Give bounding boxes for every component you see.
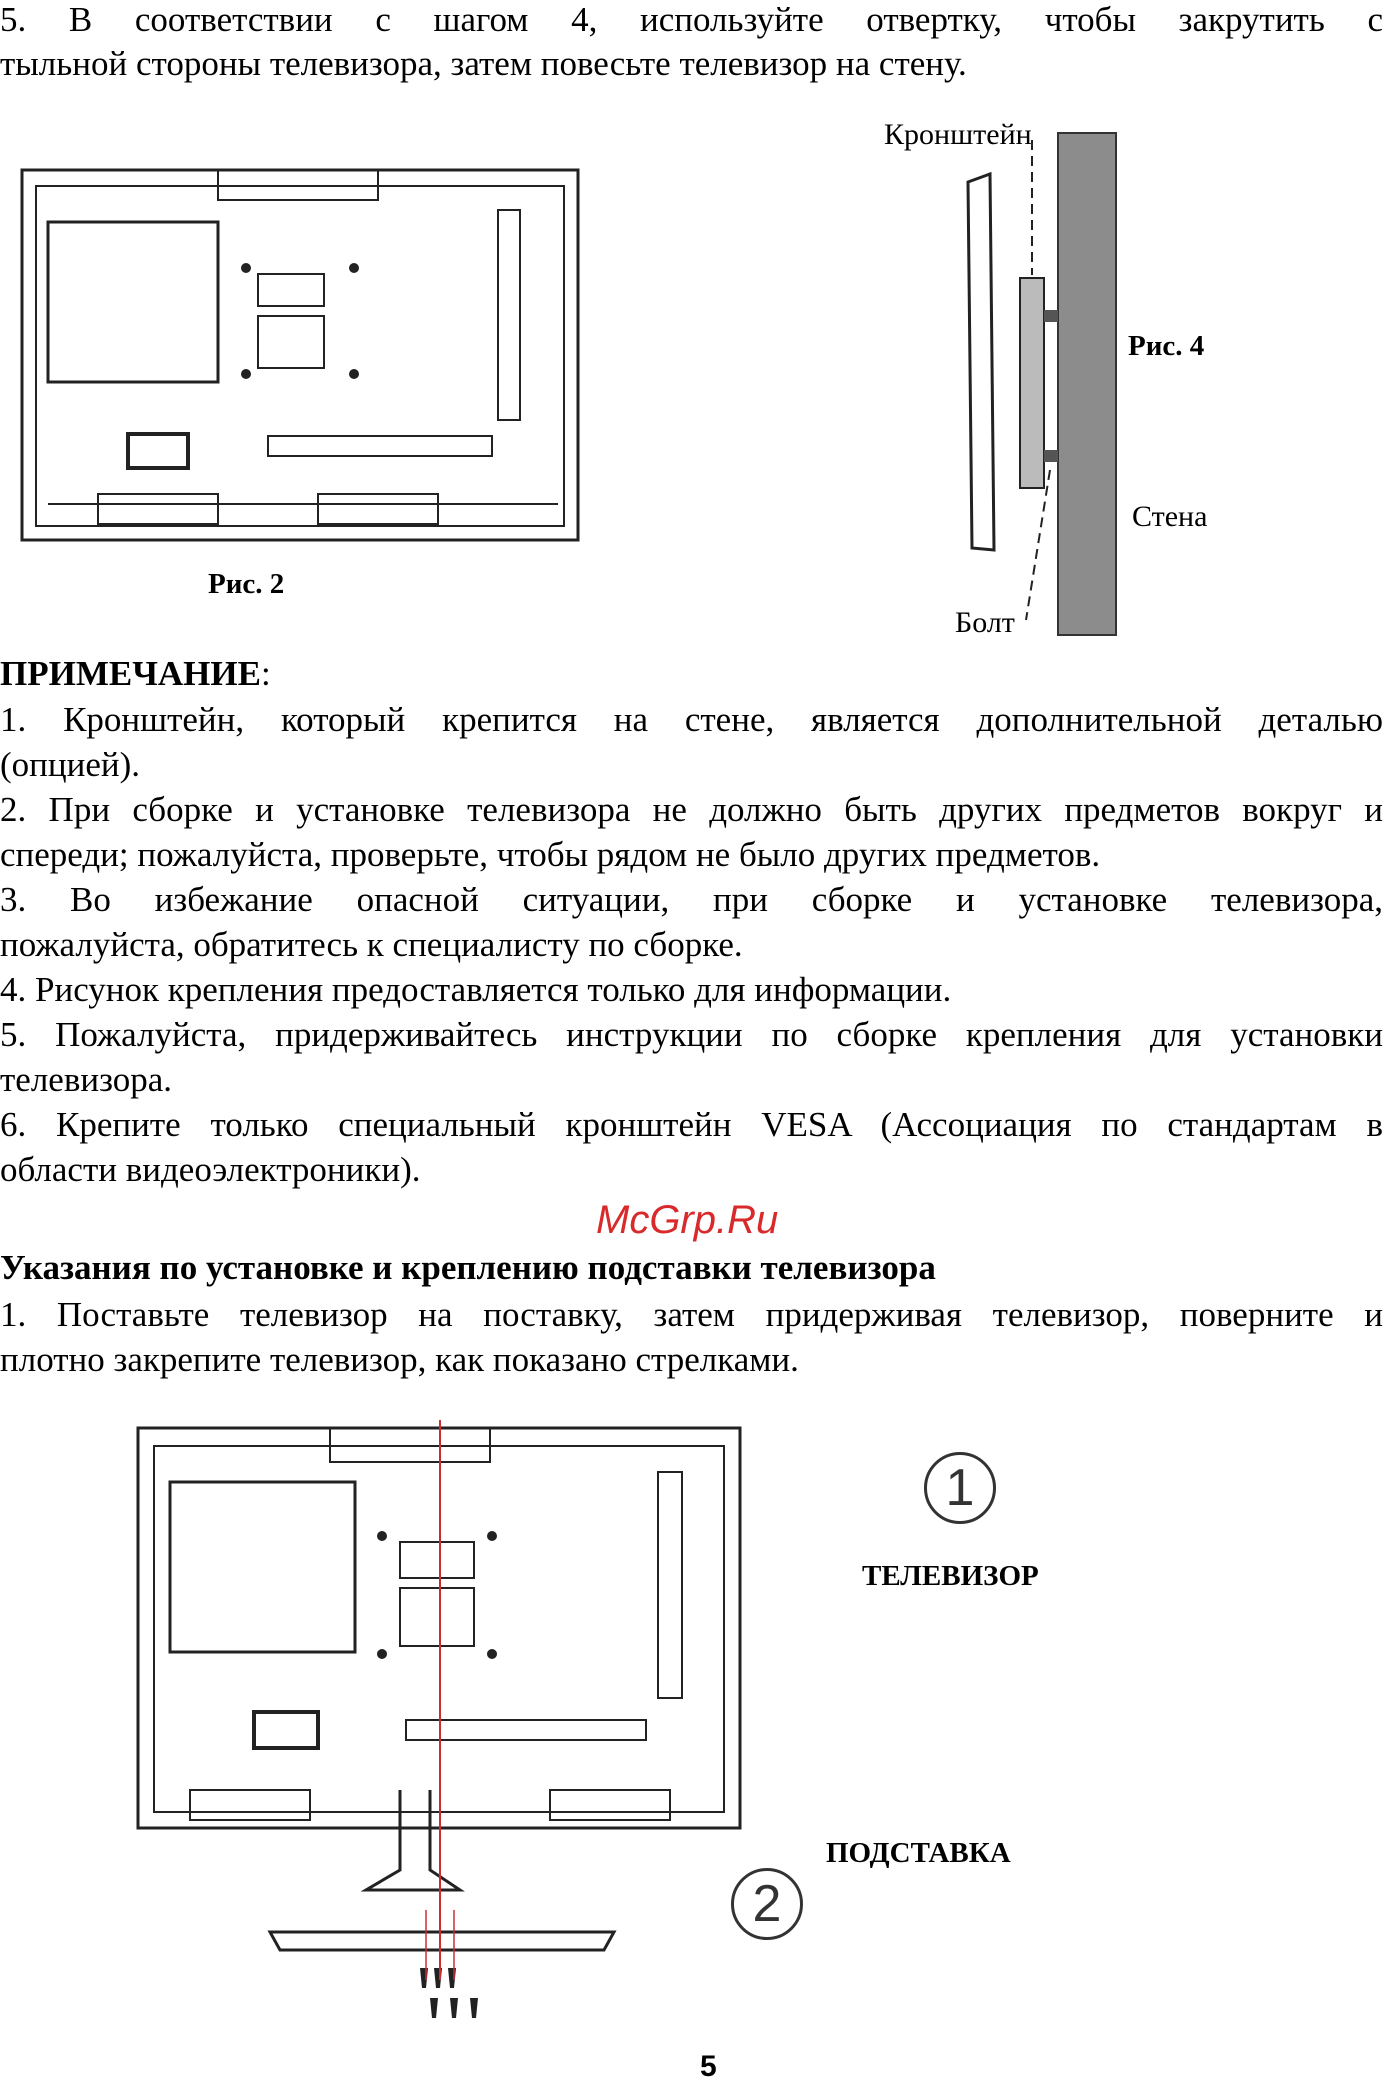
fig2-caption: Рис. 2 [208,568,285,600]
page-number: 5 [700,2050,717,2083]
note-line: телевизора. [0,1060,172,1099]
stand-section-heading: Указания по установке и креплению подста… [0,1248,936,1287]
stand-line1: 1. Поставьте телевизор на поставку, зате… [0,1295,1383,1334]
circle-number-2: 2 [731,1868,803,1940]
note-line: спереди; пожалуйста, проверьте, чтобы ря… [0,835,1101,874]
step5-line1: 5. В соответствии с шагом 4, используйте… [0,0,1383,39]
note-line: 6. Крепите только специальный кронштейн … [0,1105,1383,1144]
bolt-label: Болт [955,606,1015,639]
note-line: пожалуйста, обратитесь к специалисту по … [0,925,743,964]
note-colon: : [260,654,271,693]
bracket-label: Кронштейн [884,118,1032,151]
tv-label: ТЕЛЕВИЗОР [862,1560,1039,1592]
note-line: 1. Кронштейн, который крепится на стене,… [0,700,1383,739]
step5-line2: тыльной стороны телевизора, затем повесь… [0,44,967,83]
wall-label: Стена [1132,500,1208,533]
stand-label: ПОДСТАВКА [826,1837,1011,1869]
note-line: 5. Пожалуйста, придерживайтесь инструкци… [0,1015,1383,1054]
note-line: (опцией). [0,745,141,784]
note-title: ПРИМЕЧАНИЕ [0,654,261,693]
note-line: области видеоэлектроники). [0,1150,421,1189]
note-line: 3. Во избежание опасной ситуации, при сб… [0,880,1383,919]
note-line: 4. Рисунок крепления предоставляется тол… [0,970,952,1009]
tv-back-figure [20,168,580,542]
wall-mount-figure [966,132,1117,636]
tv-stand-figure [136,1420,742,2018]
fig4-caption: Рис. 4 [1128,330,1205,362]
stand-line2: плотно закрепите телевизор, как показано… [0,1340,799,1379]
circle-number-1: 1 [924,1452,996,1524]
watermark: McGrp.Ru [596,1198,779,1242]
note-line: 2. При сборке и установке телевизора не … [0,790,1383,829]
note-title-line: ПРИМЕЧАНИЕ: [0,654,1383,694]
